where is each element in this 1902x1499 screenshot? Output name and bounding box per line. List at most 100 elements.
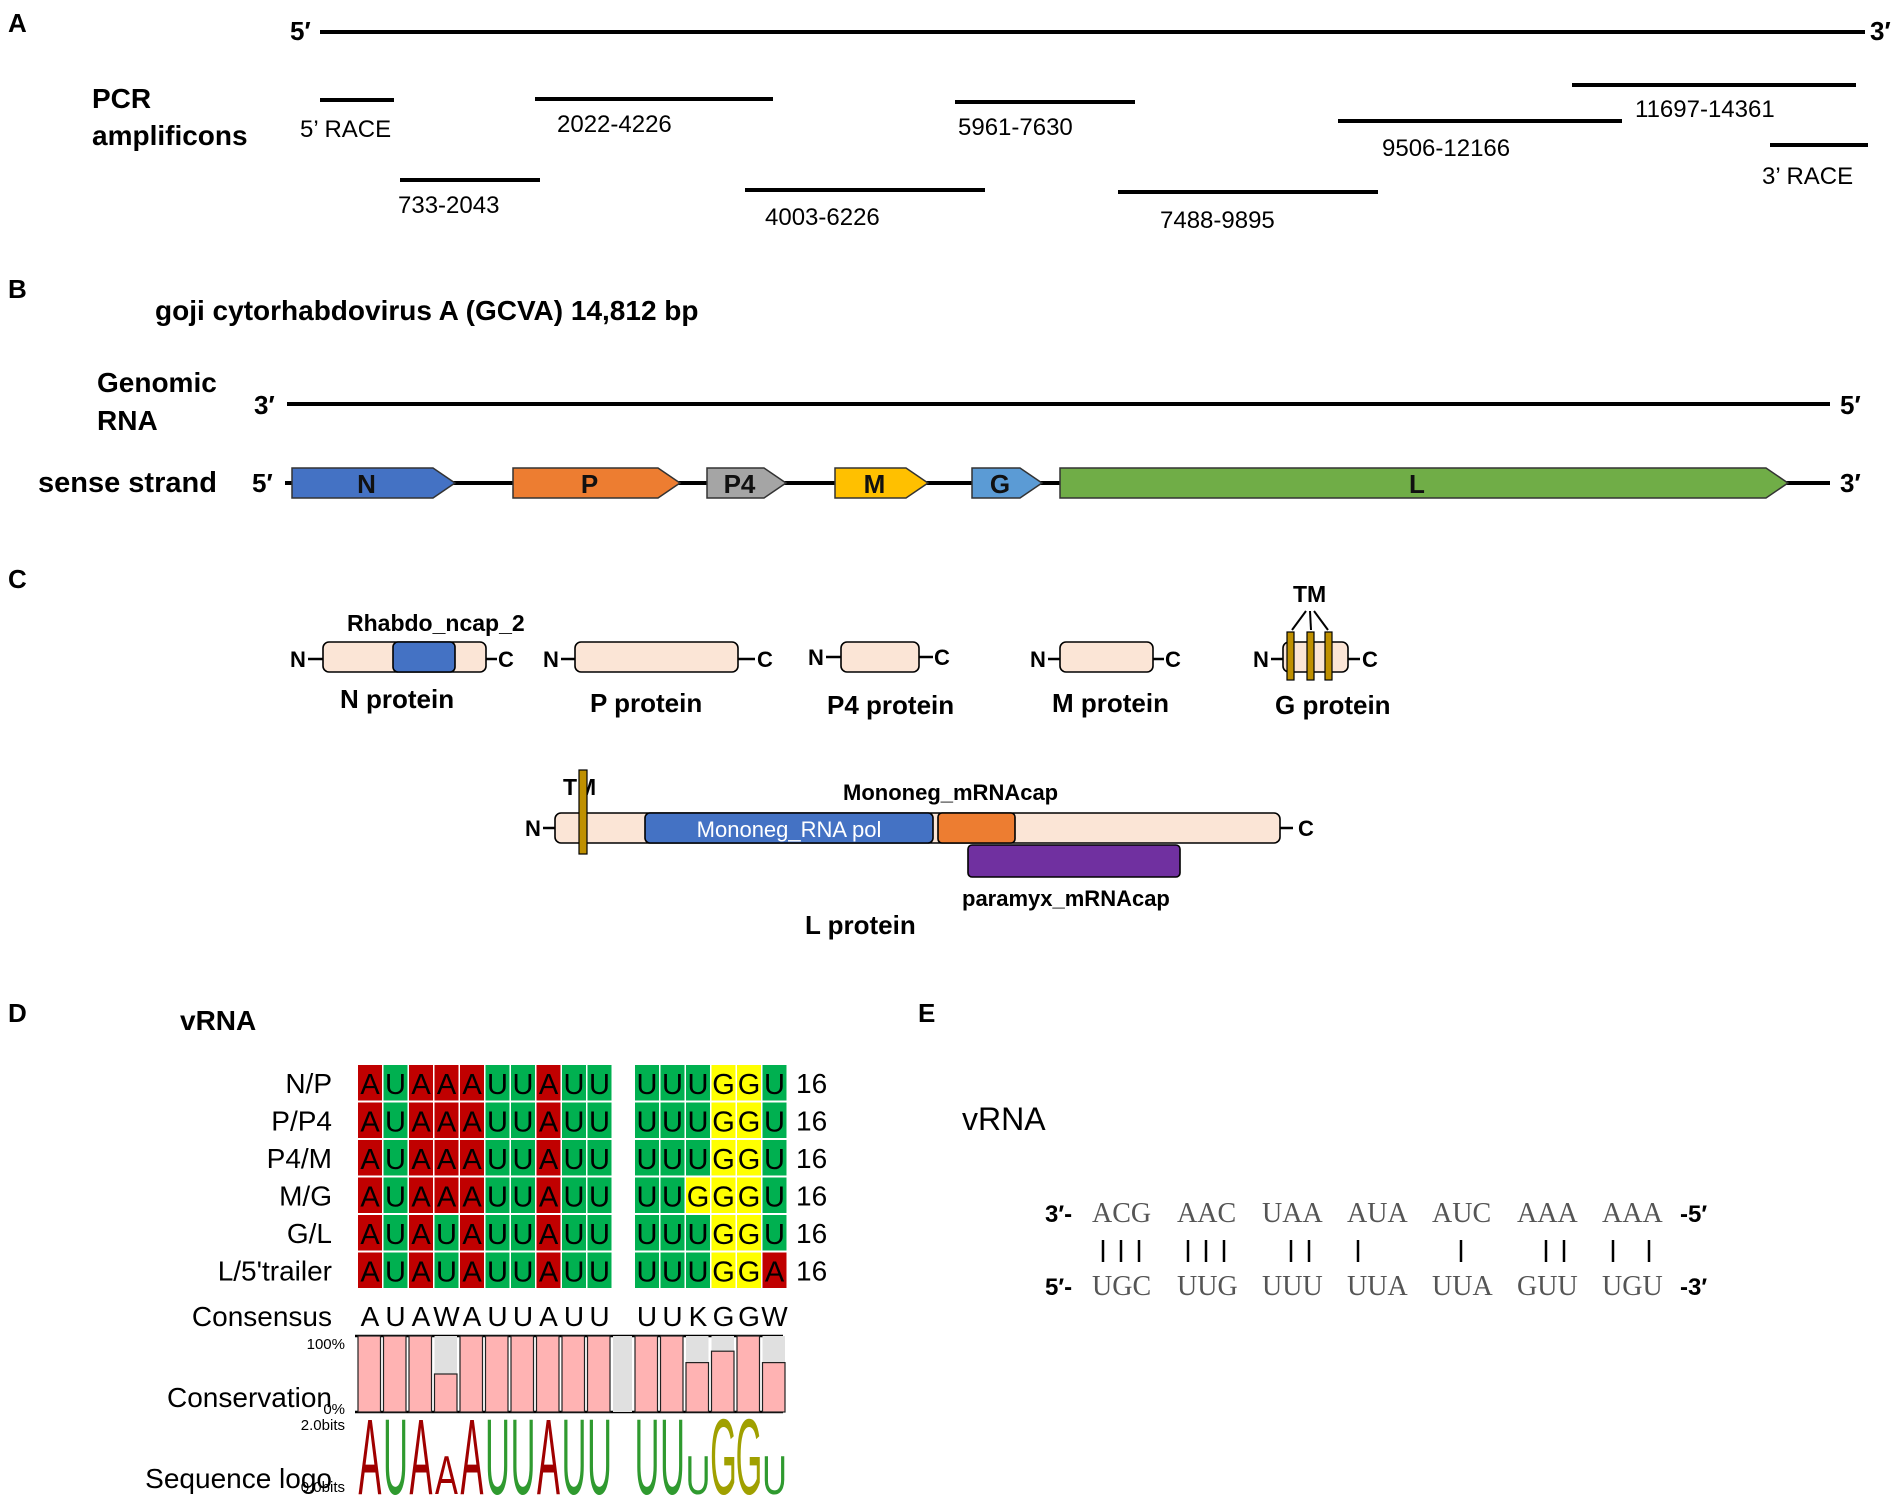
n-terminus: N: [543, 647, 559, 672]
sense-strand-label: sense strand: [38, 467, 217, 499]
consensus-letter: U: [637, 1301, 657, 1332]
base-cell: [409, 1140, 433, 1176]
alignment-row-name: P/P4: [271, 1106, 332, 1137]
p4-protein-box: [840, 641, 920, 673]
base-cell: [409, 1177, 433, 1213]
row-count: 16: [796, 1143, 827, 1174]
g-protein-label: G protein: [1275, 690, 1391, 720]
base-cell: [536, 1140, 561, 1176]
consensus-letter: W: [433, 1301, 460, 1332]
n-terminus: N: [525, 816, 541, 841]
panel-c-label: C: [8, 564, 27, 594]
base-cell: [383, 1140, 408, 1176]
conservation-bar: [561, 1335, 586, 1413]
bottom-codon: UUA: [1432, 1271, 1493, 1302]
consensus-label: Consensus: [192, 1301, 332, 1332]
base-cell: [434, 1065, 459, 1101]
base-cell: [660, 1102, 685, 1138]
base-letter: U: [436, 1219, 457, 1251]
base-cell: [762, 1215, 787, 1251]
consensus-letter: A: [412, 1301, 431, 1332]
base-letter: U: [589, 1069, 610, 1101]
base-letter: A: [539, 1219, 559, 1251]
base-cell: [485, 1177, 510, 1213]
consensus-letter: W: [761, 1301, 788, 1332]
top-codon: AUC: [1432, 1198, 1491, 1229]
gene-n-arrow: [291, 467, 457, 499]
base-letter: A: [360, 1182, 380, 1214]
base-cell: [635, 1177, 659, 1213]
base-cell: [485, 1140, 510, 1176]
base-cell: [460, 1177, 484, 1213]
base-cell: [587, 1252, 612, 1288]
panel-d-title: vRNA: [180, 1005, 256, 1036]
base-letter: A: [462, 1257, 482, 1289]
c-terminus: C: [1362, 647, 1378, 672]
n-terminus: N: [1253, 647, 1269, 672]
base-cell: [711, 1065, 736, 1101]
base-letter: U: [385, 1107, 406, 1139]
mononeg-rna-pol-label: Mononeg_RNA pol: [697, 817, 882, 842]
base-cell: [686, 1177, 710, 1213]
base-cell: [635, 1140, 659, 1176]
base-letter: A: [539, 1257, 559, 1289]
base-letter: A: [411, 1069, 431, 1101]
genome-5-end: 5′: [290, 16, 311, 46]
base-letter: A: [437, 1144, 457, 1176]
base-cell: [511, 1177, 535, 1213]
n-terminus: N: [290, 647, 306, 672]
base-letter: U: [764, 1069, 785, 1101]
bottom-codon: UUG: [1177, 1271, 1238, 1302]
base-letter: A: [360, 1257, 380, 1289]
panel-a: A 5′ 3′ PCR amplificons 5’ RACE 733-2043…: [8, 8, 1891, 234]
base-cell: [485, 1252, 510, 1288]
base-cell: [711, 1102, 736, 1138]
base-cell: [434, 1140, 459, 1176]
row-count: 16: [796, 1068, 827, 1099]
base-letter: U: [564, 1257, 585, 1289]
l-protein-label: L protein: [805, 910, 916, 940]
conservation-gap: [613, 1336, 632, 1412]
conservation-plot: [355, 1334, 786, 1414]
sense-3-end: 3′: [1840, 468, 1861, 498]
base-letter: U: [764, 1182, 785, 1214]
base-cell: [737, 1252, 761, 1288]
l-tm-domain: [578, 769, 588, 855]
base-cell: [762, 1252, 787, 1288]
base-cell: [711, 1252, 736, 1288]
base-cell: [460, 1252, 484, 1288]
panel-d-label: D: [8, 998, 27, 1028]
base-letter: A: [411, 1144, 431, 1176]
base-letter: U: [564, 1069, 585, 1101]
consensus-letter: U: [513, 1301, 533, 1332]
alignment-row-name: M/G: [279, 1181, 332, 1212]
alignment-row-name: L/5'trailer: [218, 1256, 332, 1287]
mononeg-mrnacap-label: Mononeg_mRNAcap: [843, 780, 1058, 805]
base-cell: [485, 1102, 510, 1138]
base-letter: A: [411, 1182, 431, 1214]
base-letter: U: [513, 1069, 534, 1101]
logo-letter: A: [410, 1397, 433, 1499]
alignment-row-name: N/P: [285, 1068, 332, 1099]
logo-letter: G: [710, 1397, 737, 1499]
p4-protein-label: P4 protein: [827, 690, 954, 720]
base-cell: [737, 1215, 761, 1251]
row-count: 16: [796, 1218, 827, 1249]
base-cell: [737, 1102, 761, 1138]
base-letter: U: [637, 1069, 658, 1101]
base-letter: U: [688, 1257, 709, 1289]
paramyx-mrnacap-domain: [967, 844, 1181, 878]
base-cell: [737, 1065, 761, 1101]
base-letter: U: [513, 1144, 534, 1176]
conservation-bar: [510, 1335, 535, 1413]
base-cell: [660, 1215, 685, 1251]
base-cell: [711, 1140, 736, 1176]
base-letter: A: [462, 1069, 482, 1101]
top-codon: AAA: [1517, 1198, 1578, 1229]
logo-letter: A: [359, 1397, 382, 1499]
amplicon-label: 5’ RACE: [300, 116, 391, 143]
logo-letter: U: [485, 1397, 510, 1499]
consensus-letter: G: [713, 1301, 735, 1332]
gene-label: P: [581, 469, 598, 499]
logo-letter: U: [587, 1397, 612, 1499]
